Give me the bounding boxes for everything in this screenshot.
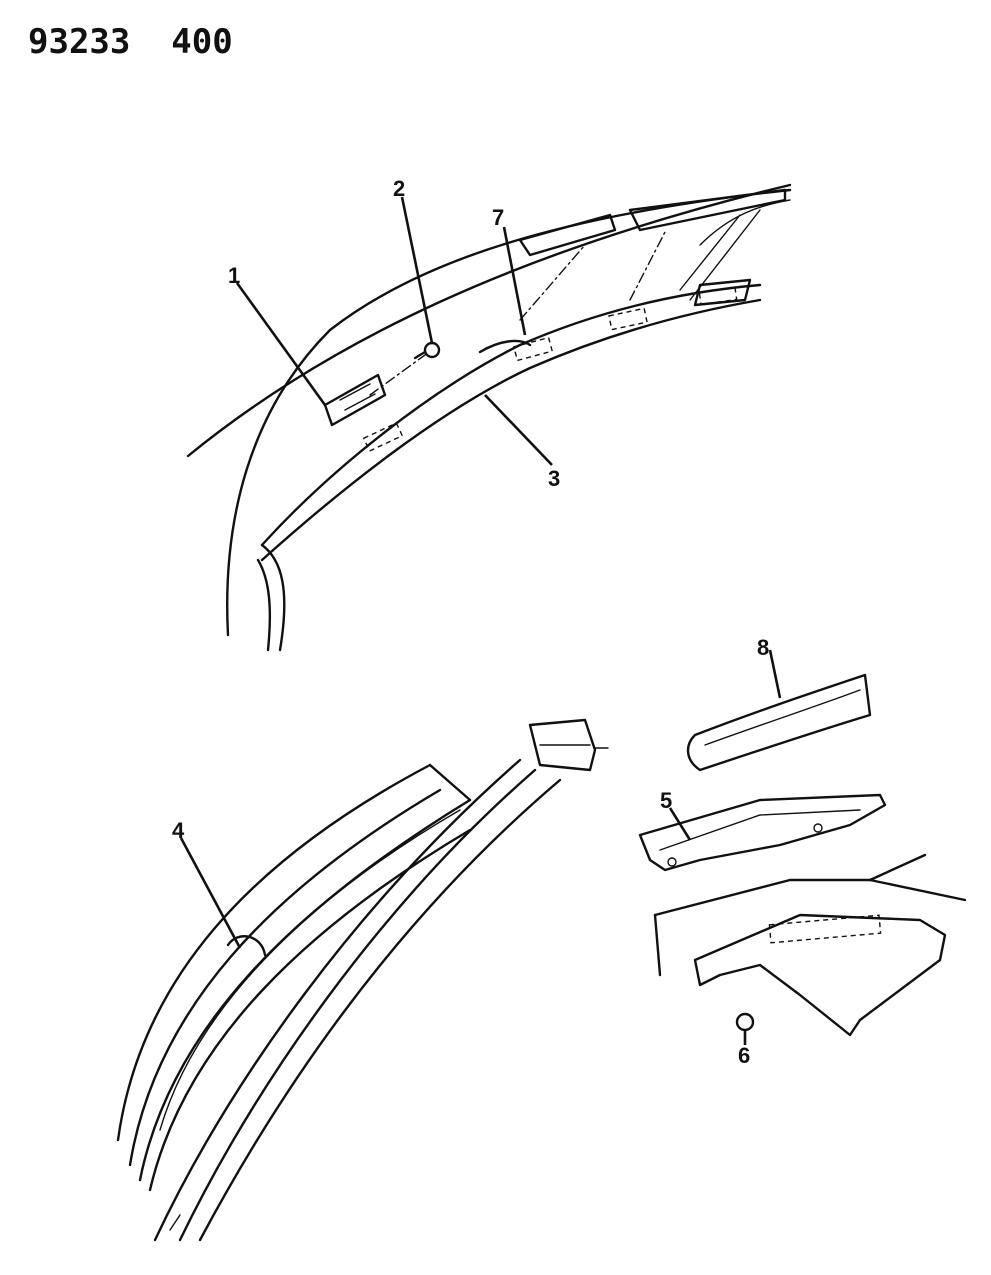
callout-1: 1 — [228, 263, 240, 288]
callout-2: 2 — [393, 176, 405, 201]
callout-3: 3 — [548, 466, 560, 491]
callout-6: 6 — [738, 1043, 750, 1068]
callout-8: 8 — [757, 635, 769, 660]
callout-leaders — [179, 196, 782, 1045]
lower-left-assembly — [116, 718, 609, 1242]
callout-4: 4 — [172, 818, 185, 843]
diagram-code: 93233 400 — [28, 22, 233, 62]
callout-5: 5 — [660, 788, 672, 813]
callout-7: 7 — [492, 205, 504, 230]
upper-assembly — [186, 183, 792, 652]
lower-right-assembly — [638, 673, 967, 1037]
